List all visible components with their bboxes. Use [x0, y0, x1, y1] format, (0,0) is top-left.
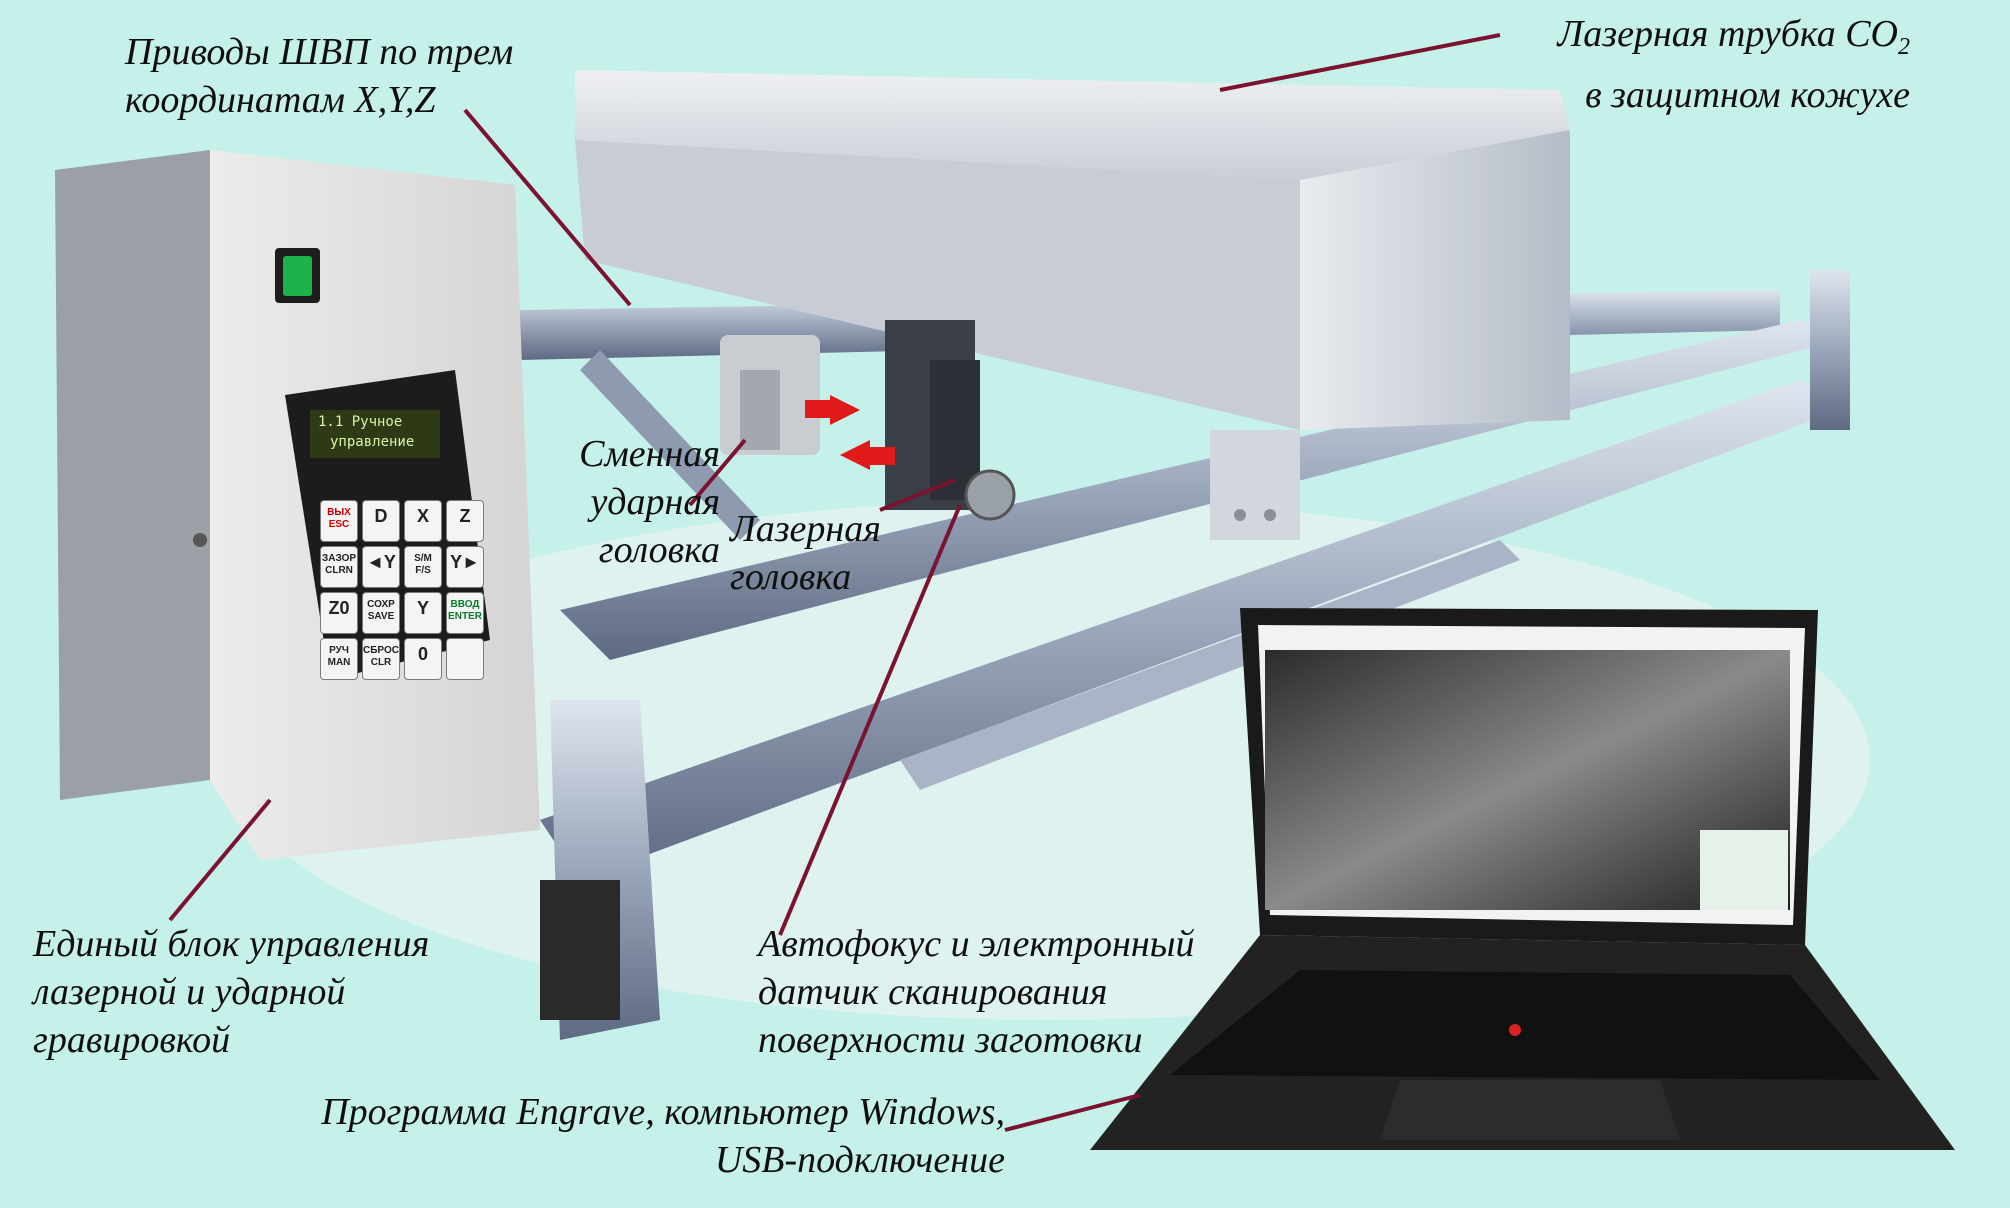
key-man[interactable]: РУЧ MAN	[320, 638, 358, 680]
label-autofocus: Автофокус и электронный датчик сканирова…	[758, 920, 1194, 1064]
key-blank[interactable]	[446, 638, 484, 680]
key-gap[interactable]: ЗАЗОР CLRN	[320, 546, 358, 588]
label-drives-line-2: координатам X,Y,Z	[125, 79, 436, 121]
carriage-rail	[900, 540, 1520, 790]
front-rail	[540, 380, 1840, 880]
lcd-line-2: управление	[330, 434, 415, 450]
label-autofocus-line-1: Автофокус и электронный	[758, 923, 1195, 965]
cabinet-lock	[193, 533, 207, 547]
label-tube-line-2: в защитном кожухе	[1585, 74, 1910, 116]
touchpad	[1380, 1080, 1680, 1140]
label-impact-head-line-2: ударная	[590, 481, 721, 523]
leader-tube	[1219, 33, 1501, 92]
label-control-unit-line-1: Единый блок управления	[33, 923, 430, 965]
leader-software	[1004, 1093, 1141, 1132]
right-upright	[1810, 270, 1850, 430]
key-esc[interactable]: ВЫХ ESC	[320, 500, 358, 542]
key-clr[interactable]: СБРОС CLR	[362, 638, 400, 680]
label-autofocus-line-2: датчик сканирования	[758, 971, 1108, 1013]
label-tube-line-1-text: Лазерная трубка CO	[1557, 13, 1898, 55]
label-control-unit-line-2: лазерной и ударной	[33, 971, 346, 1013]
leader-lines	[168, 33, 1501, 1132]
leader-autofocus	[778, 504, 962, 936]
label-impact-head-line-1: Сменная	[579, 433, 720, 475]
label-software: Программа Engrave, компьютер Windows, US…	[321, 1088, 1005, 1184]
swap-arrow-right	[830, 395, 860, 425]
gantry-frame	[520, 270, 1850, 1040]
label-impact-head-line-3: головка	[598, 529, 720, 571]
lcd	[310, 410, 440, 458]
key-y-right[interactable]: Y►	[446, 546, 484, 588]
label-impact-head: Сменная ударная головка	[530, 430, 720, 574]
trackpoint	[1509, 1024, 1521, 1036]
key-y-down[interactable]: Y	[404, 592, 442, 634]
laser-head-assembly	[720, 320, 1016, 521]
key-z0[interactable]: Z0	[320, 592, 358, 634]
key-enter[interactable]: ВВОД ENTER	[446, 592, 484, 634]
left-side-rail	[580, 350, 760, 540]
label-tube-subscript: 2	[1898, 34, 1910, 60]
label-drives-line-1: Приводы ШВП по трем	[125, 31, 514, 73]
key-save[interactable]: СОХР SAVE	[362, 592, 400, 634]
label-laser-head-line-2: головка	[730, 556, 852, 598]
key-z-up[interactable]: Z	[446, 500, 484, 542]
label-laser-head-line-1: Лазерная	[730, 508, 881, 550]
leader-drives	[463, 108, 632, 307]
swap-arrow-left	[840, 440, 870, 470]
label-software-line-2: USB-подключение	[714, 1139, 1005, 1181]
key-zero[interactable]: 0	[404, 638, 442, 680]
end-cap	[540, 880, 620, 1020]
keyboard	[1170, 970, 1880, 1080]
key-sm[interactable]: S/M F/S	[404, 546, 442, 588]
leader-impact-head	[688, 438, 747, 507]
key-left[interactable]: ◄Y	[362, 546, 400, 588]
key-d[interactable]: D	[362, 500, 400, 542]
laser-tube-enclosure	[575, 70, 1570, 540]
label-control-unit-line-3: гравировкой	[33, 1019, 231, 1061]
label-drives: Приводы ШВП по трем координатам X,Y,Z	[125, 28, 513, 124]
leader-laser-head	[879, 478, 956, 512]
laptop	[1090, 608, 1955, 1150]
label-autofocus-line-3: поверхности заготовки	[758, 1019, 1143, 1061]
label-software-line-1: Программа Engrave, компьютер Windows,	[321, 1091, 1005, 1133]
label-laser-head: Лазерная головка	[730, 505, 881, 601]
key-x[interactable]: X	[404, 500, 442, 542]
label-tube: Лазерная трубка CO2 в защитном кожухе	[1558, 10, 1910, 119]
leader-control-unit	[168, 798, 272, 922]
label-control-unit: Единый блок управления лазерной и ударно…	[33, 920, 429, 1064]
label-tube-line-1: Лазерная трубка CO2	[1558, 10, 1910, 71]
graph-panel	[1700, 830, 1788, 910]
lcd-line-1: 1.1 Ручное	[318, 414, 403, 430]
